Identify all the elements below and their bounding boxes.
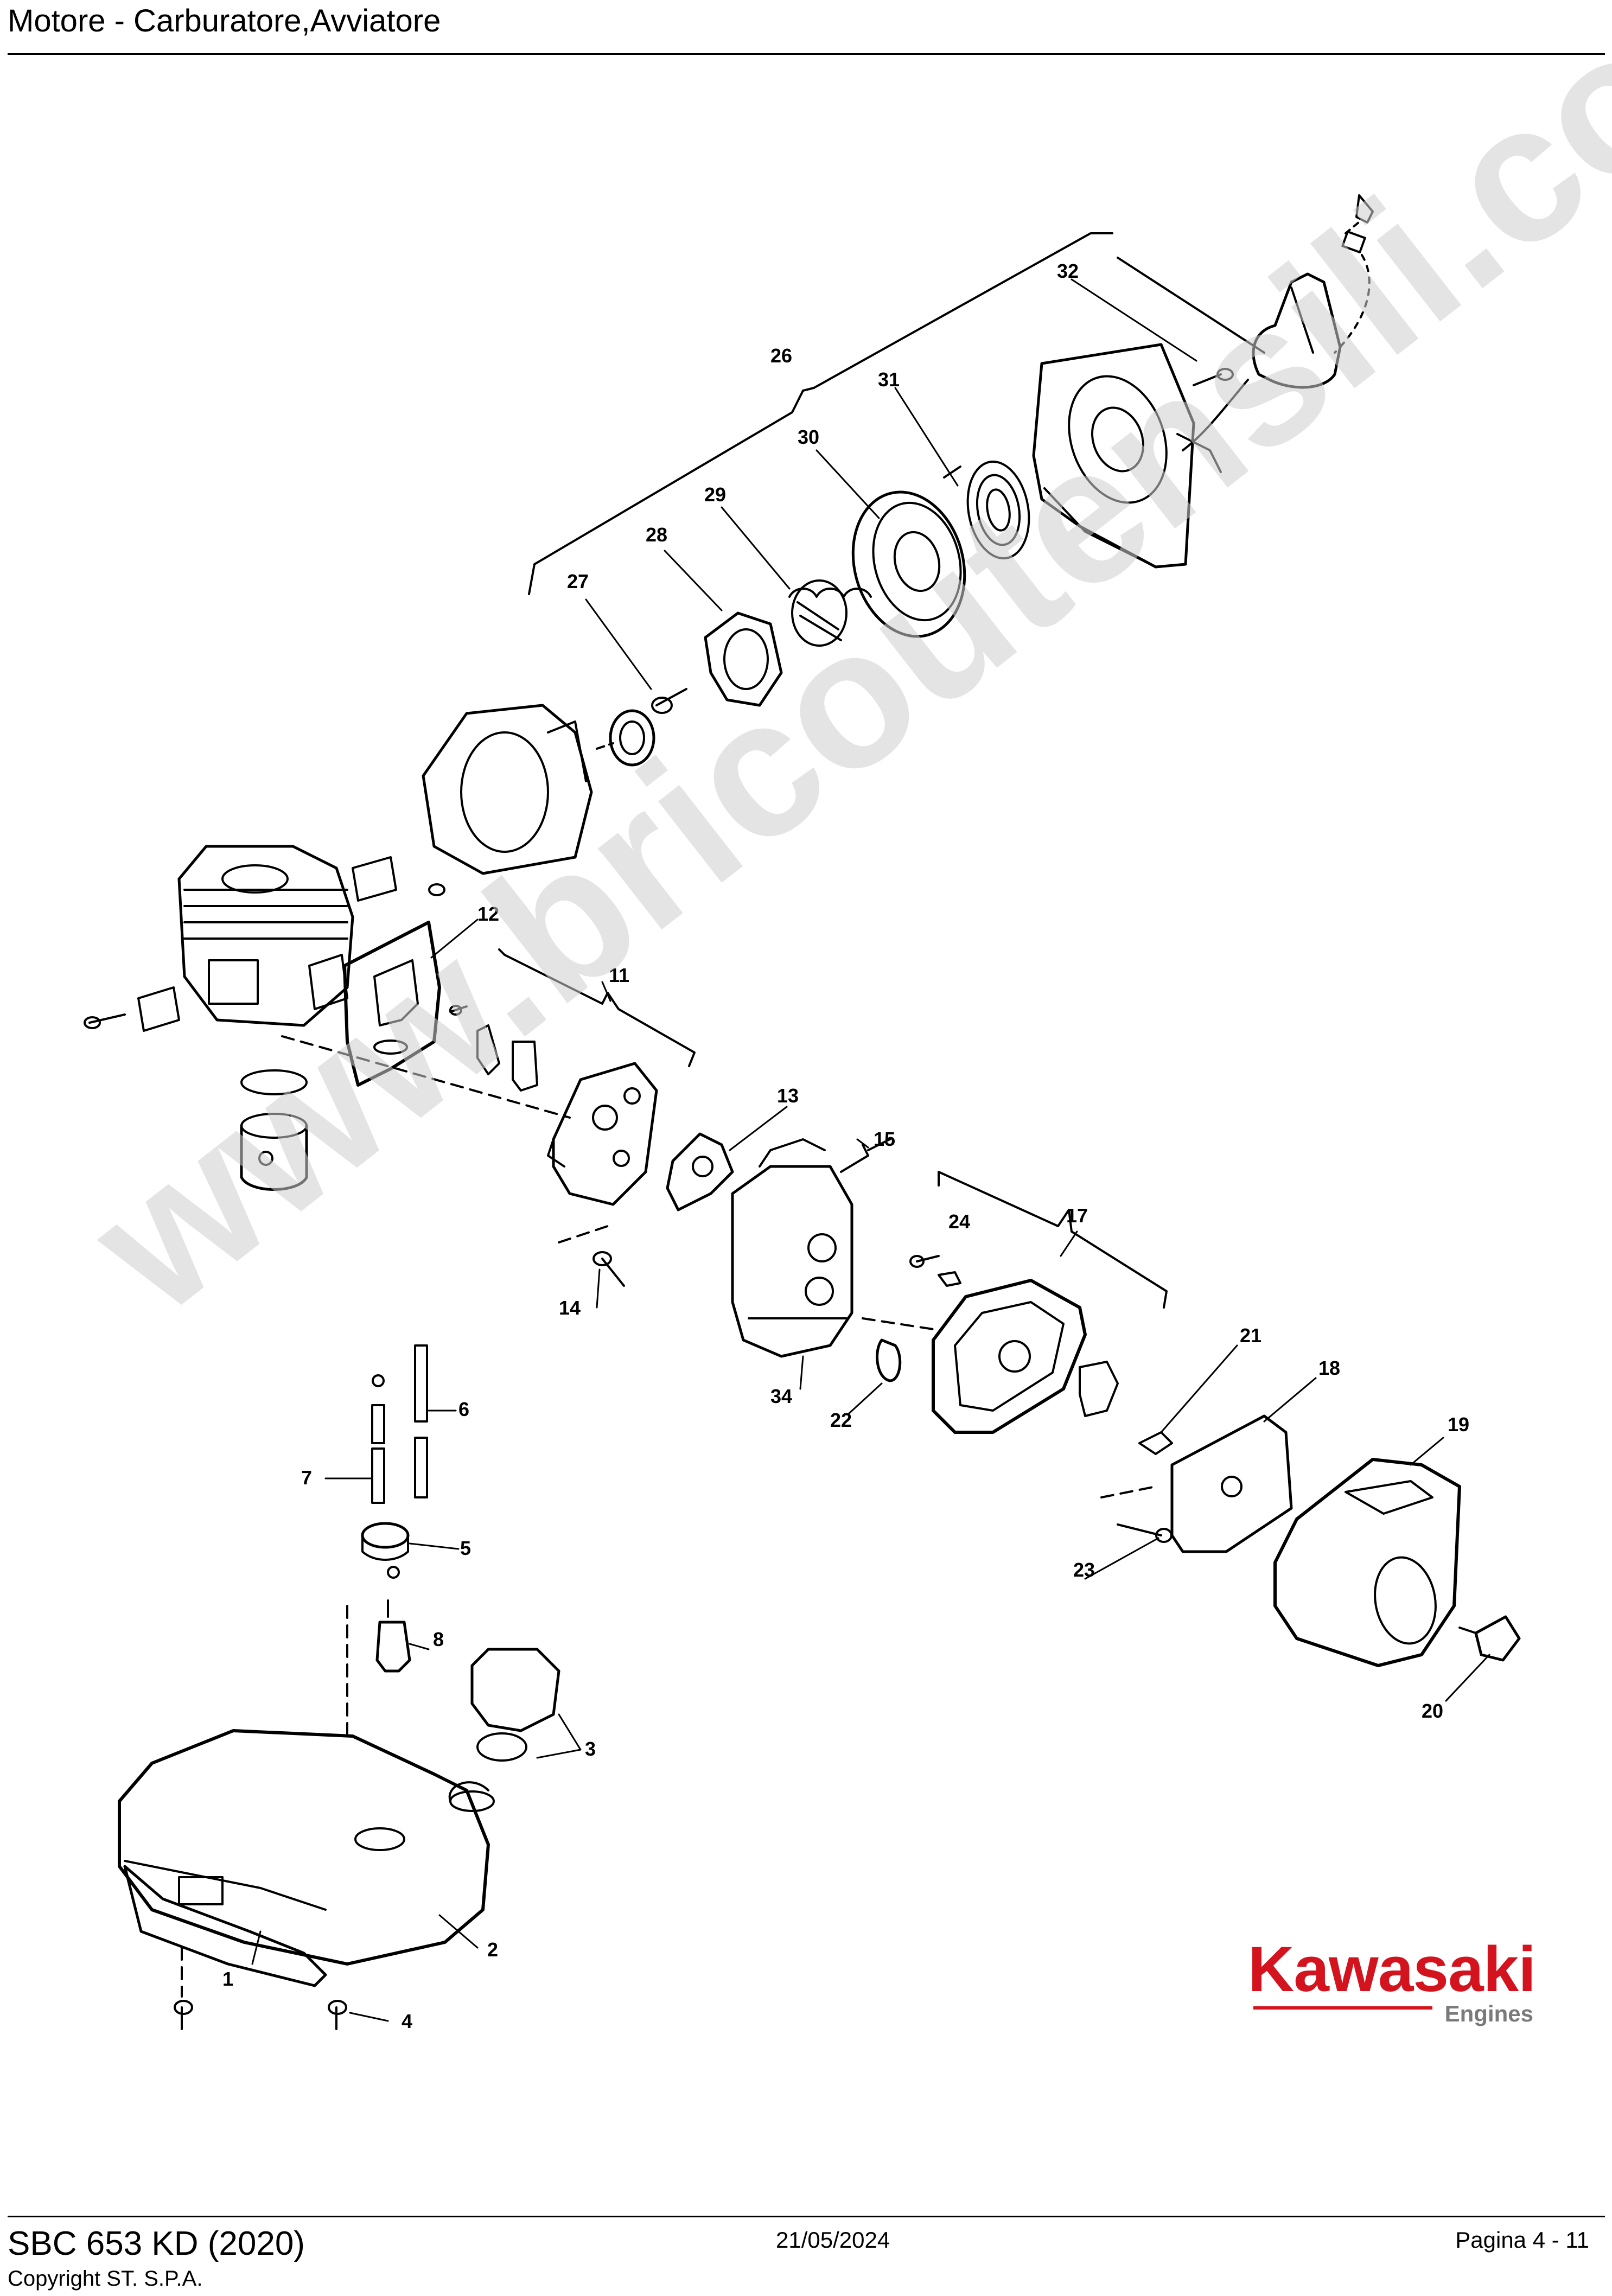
callout-19: 19 [1448, 1413, 1469, 1436]
brand-sub: Engines [1444, 2001, 1533, 2026]
part-18-filter-element [1170, 1414, 1293, 1553]
part-20-knob [1458, 1615, 1521, 1662]
brand-name: Kawasaki [1248, 1934, 1536, 2005]
callout-13: 13 [777, 1085, 799, 1107]
callout-2: 2 [487, 1938, 498, 1961]
callout-17: 17 [1066, 1204, 1088, 1227]
callout-8: 8 [433, 1628, 444, 1650]
airfilter-base [932, 1279, 1087, 1434]
part-30-pulley [851, 490, 966, 638]
brand-underline [1253, 2006, 1432, 2010]
part-7-fuel-hose [371, 1374, 385, 1504]
intake-manifold [547, 1062, 658, 1206]
callout-20: 20 [1422, 1700, 1443, 1722]
footer-model: SBC 653 KD (2020) [8, 2225, 305, 2262]
footer-date: 21/05/2024 [776, 2227, 890, 2253]
piston-ring-and-piston [240, 1069, 308, 1191]
part-8-fuel-filter [375, 1621, 411, 1673]
airfilter-bracket-17 [938, 1171, 1168, 1309]
part-32-screw [1193, 368, 1234, 386]
callout-23: 23 [1073, 1559, 1095, 1581]
callout-leaders [251, 278, 1490, 2022]
carburetor [731, 1138, 869, 1358]
part-12-gasket [343, 921, 441, 1087]
part-2-fuel-tank [118, 1729, 495, 1966]
callout-1: 1 [222, 1968, 233, 1990]
footer-rule [8, 2216, 1605, 2217]
part-14-screw [592, 1251, 625, 1287]
callout-22: 22 [830, 1409, 852, 1431]
seal-ring [609, 709, 655, 767]
page-title: Motore - Carburatore,Avviatore [8, 3, 441, 39]
part-31-spring [943, 460, 1030, 560]
part-4-screw [174, 2000, 347, 2030]
callout-15: 15 [874, 1128, 895, 1150]
callout-31: 31 [878, 368, 900, 391]
callout-3: 3 [585, 1738, 596, 1760]
part-21-clip [1138, 1431, 1173, 1455]
callout-12: 12 [477, 903, 499, 925]
starter-bracket-26 [528, 232, 1113, 595]
part-28-ratchet [704, 611, 783, 707]
callout-30: 30 [798, 426, 819, 448]
starter-housing [1032, 343, 1222, 569]
exploded-parts-diagram: 32 26 31 30 29 28 27 12 11 13 15 14 34 2… [0, 60, 1612, 2208]
part-29-spring [788, 579, 872, 647]
callout-11: 11 [609, 964, 629, 986]
footer-copyright: Copyright ST. S.P.A. [8, 2267, 203, 2291]
callout-27: 27 [567, 570, 589, 592]
callout-6: 6 [458, 1398, 469, 1420]
brand-logo: Kawasaki Engines [1243, 1934, 1536, 2029]
part-19-filter-cover [1273, 1458, 1461, 1667]
part-15-screw [867, 1138, 891, 1151]
reed-valve [449, 1005, 538, 1092]
choke-lever [1079, 1361, 1119, 1417]
part-23-screw [1117, 1523, 1173, 1543]
part-13-gasket [666, 1132, 734, 1211]
fan-housing [422, 704, 593, 875]
part-27-screw [651, 688, 687, 714]
callout-4: 4 [402, 2010, 412, 2032]
callout-5: 5 [460, 1537, 471, 1559]
callout-14: 14 [559, 1297, 581, 1319]
callout-24: 24 [948, 1210, 970, 1233]
part-1-tank-base [123, 1865, 327, 1987]
callout-26: 26 [770, 345, 792, 367]
starter-rope-and-handle [1117, 194, 1374, 451]
callout-28: 28 [646, 524, 667, 546]
engine-cylinder [177, 845, 354, 1027]
callout-29: 29 [704, 483, 726, 506]
callout-34: 34 [770, 1385, 792, 1407]
part-6-fuel-hose [414, 1344, 428, 1498]
header-rule [8, 53, 1605, 55]
intake-bracket-11 [498, 948, 696, 1067]
callout-32: 32 [1057, 260, 1079, 282]
part-5-grommet [361, 1522, 410, 1579]
cylinder-cover-plate [84, 856, 445, 1032]
part-3-fuel-cap [470, 1648, 560, 1762]
callout-18: 18 [1318, 1357, 1340, 1379]
part-22-oring [876, 1338, 902, 1382]
part-24-screw [909, 1255, 961, 1287]
callout-7: 7 [301, 1466, 312, 1489]
callout-21: 21 [1240, 1324, 1261, 1347]
footer-page-number: Pagina 4 - 11 [1455, 2227, 1589, 2253]
